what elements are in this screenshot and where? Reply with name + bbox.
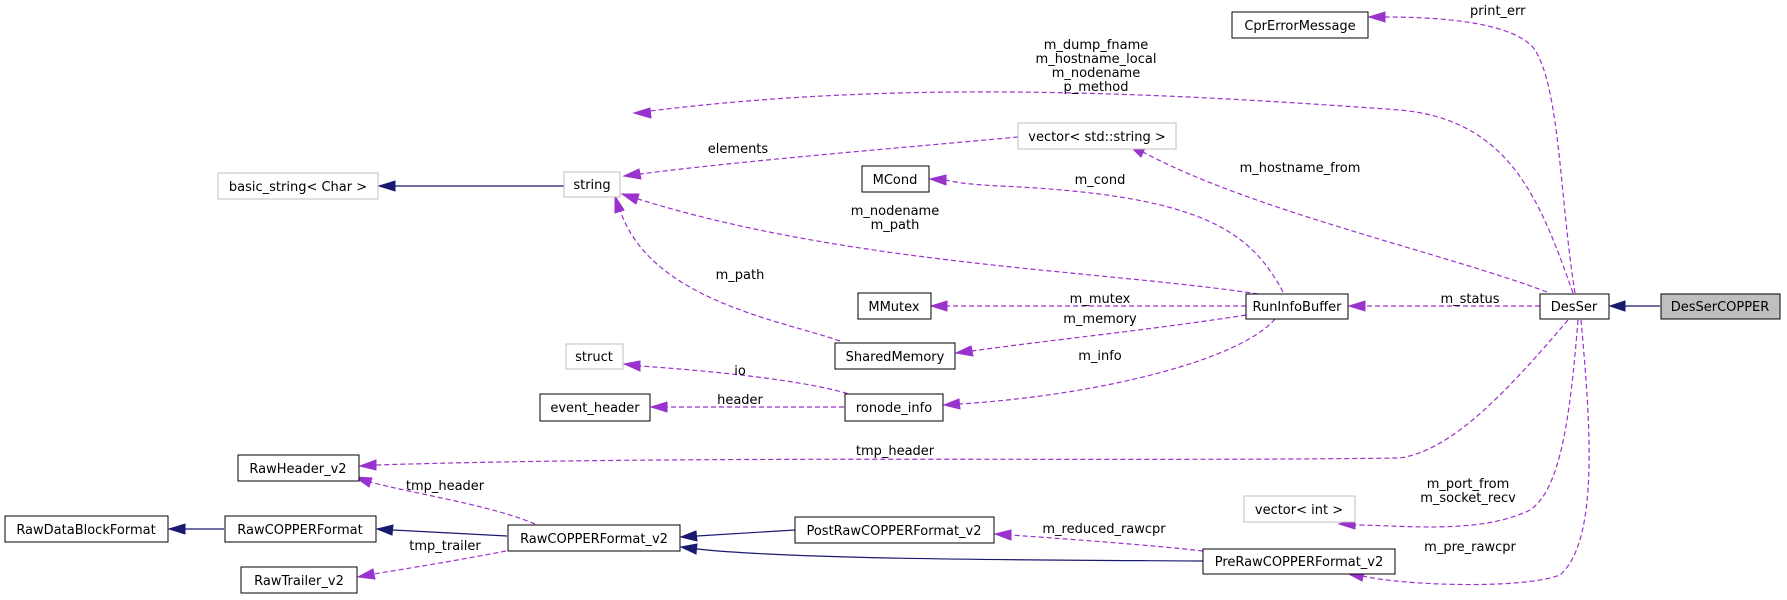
edge-vector-string-string: [622, 136, 1019, 180]
svg-text:PostRawCOPPERFormat_v2: PostRawCOPPERFormat_v2: [806, 524, 981, 539]
edge-runinfo-sharedmemory: [954, 314, 1247, 357]
edge-rawcopper-v2-rawcopper: [375, 524, 508, 537]
svg-text:RawHeader_v2: RawHeader_v2: [249, 462, 346, 477]
edge-dessercopper-desser: [1608, 300, 1660, 312]
node-rawtrailer-v2[interactable]: RawTrailer_v2: [240, 566, 358, 594]
edge-postraw-rawcopper-v2: [679, 529, 796, 542]
edge-rawcopper-v2-rawtrailer: [356, 550, 507, 580]
svg-text:struct: struct: [575, 350, 613, 365]
svg-text:basic_string< Char >: basic_string< Char >: [229, 180, 367, 195]
node-vector-string[interactable]: vector< std::string >: [1017, 122, 1177, 150]
edge-desser-string: [632, 91, 1574, 294]
label-runinfo-string-0: m_nodename: [851, 204, 939, 219]
label-m-path: m_path: [716, 268, 765, 283]
svg-text:ronode_info: ronode_info: [856, 401, 932, 416]
node-vector-int[interactable]: vector< int >: [1243, 495, 1356, 523]
node-dessercopper[interactable]: DesSerCOPPER: [1660, 293, 1781, 320]
svg-text:string: string: [573, 178, 610, 193]
node-rawheader-v2[interactable]: RawHeader_v2: [237, 454, 360, 482]
node-desser[interactable]: DesSer: [1539, 293, 1610, 320]
node-mcond[interactable]: MCond: [861, 165, 930, 193]
label-io: io: [734, 364, 746, 379]
svg-text:MCond: MCond: [873, 173, 918, 188]
label-header: header: [717, 393, 763, 408]
svg-text:SharedMemory: SharedMemory: [846, 350, 945, 365]
edge-rawcopper-rawdatablock: [167, 523, 224, 535]
label-runinfo-string-1: m_path: [871, 218, 920, 233]
svg-text:RawTrailer_v2: RawTrailer_v2: [254, 574, 344, 589]
label-vector-int-0: m_port_from: [1427, 477, 1510, 492]
label-desser-string-2: m_nodename: [1052, 66, 1140, 81]
node-event-header[interactable]: event_header: [539, 393, 651, 422]
node-struct[interactable]: struct: [565, 343, 624, 370]
label-m-info: m_info: [1078, 349, 1122, 364]
edge-preraw-rawcopper-v2: [679, 543, 1204, 562]
label-m-cond: m_cond: [1075, 173, 1126, 188]
edge-runinfo-mmutex: [929, 300, 1246, 312]
edge-ronode-eventheader: [649, 401, 844, 413]
node-string[interactable]: string: [563, 171, 621, 198]
node-rawcopperformat[interactable]: RawCOPPERFormat: [224, 515, 377, 543]
svg-text:vector< std::string >: vector< std::string >: [1028, 130, 1165, 145]
node-cprerrormessage[interactable]: CprErrorMessage: [1231, 11, 1369, 39]
label-desser-string-3: p_method: [1064, 80, 1129, 95]
edge-preraw-postraw: [993, 529, 1204, 552]
node-mmutex[interactable]: MMutex: [857, 292, 932, 320]
edge-desser-runinfo: [1347, 300, 1540, 312]
label-m-pre-rawcpr: m_pre_rawcpr: [1424, 540, 1516, 555]
svg-text:event_header: event_header: [550, 401, 640, 416]
svg-text:RawDataBlockFormat: RawDataBlockFormat: [16, 523, 155, 538]
edge-sharedmemory-string: [614, 194, 841, 342]
label-m-mutex: m_mutex: [1070, 292, 1131, 307]
svg-text:vector< int >: vector< int >: [1255, 503, 1343, 518]
svg-text:PreRawCOPPERFormat_v2: PreRawCOPPERFormat_v2: [1215, 555, 1384, 570]
node-ronode-info[interactable]: ronode_info: [844, 393, 944, 422]
svg-text:MMutex: MMutex: [868, 300, 920, 315]
label-m-hostname-from: m_hostname_from: [1240, 161, 1361, 176]
node-sharedmemory[interactable]: SharedMemory: [834, 342, 956, 370]
edge-runinfo-string: [620, 193, 1259, 295]
label-m-memory: m_memory: [1063, 312, 1137, 327]
svg-text:RunInfoBuffer: RunInfoBuffer: [1253, 300, 1343, 315]
label-tmp-header-raw: tmp_header: [406, 479, 485, 494]
node-rawcopperformat-v2[interactable]: RawCOPPERFormat_v2: [507, 524, 681, 552]
label-elements: elements: [708, 142, 769, 157]
node-postrawcopperformat-v2[interactable]: PostRawCOPPERFormat_v2: [794, 516, 995, 544]
svg-text:RawCOPPERFormat: RawCOPPERFormat: [237, 523, 362, 538]
edge-ronode-struct: [622, 360, 856, 397]
label-print-err: print_err: [1470, 4, 1526, 19]
edge-runinfo-ronode: [942, 318, 1276, 410]
edge-runinfo-mcond: [928, 174, 1284, 293]
node-rawdatablockformat[interactable]: RawDataBlockFormat: [4, 515, 169, 543]
label-tmp-trailer: tmp_trailer: [409, 539, 481, 554]
label-m-status: m_status: [1440, 292, 1499, 307]
node-runinfobuffer[interactable]: RunInfoBuffer: [1245, 293, 1349, 320]
node-prerawcopperformat-v2[interactable]: PreRawCOPPERFormat_v2: [1202, 548, 1396, 575]
node-basic-string[interactable]: basic_string< Char >: [217, 172, 379, 200]
edge-desser-cprerror: [1367, 11, 1576, 294]
svg-text:DesSerCOPPER: DesSerCOPPER: [1671, 300, 1770, 315]
edge-string-basic-string: [377, 180, 564, 192]
svg-text:DesSer: DesSer: [1551, 300, 1598, 315]
label-desser-string-0: m_dump_fname: [1044, 38, 1149, 53]
svg-text:RawCOPPERFormat_v2: RawCOPPERFormat_v2: [520, 532, 668, 547]
svg-text:CprErrorMessage: CprErrorMessage: [1244, 19, 1355, 34]
label-m-reduced-rawcpr: m_reduced_rawcpr: [1042, 522, 1166, 537]
label-desser-string-1: m_hostname_local: [1036, 52, 1157, 67]
label-tmp-header-desser: tmp_header: [856, 444, 935, 459]
label-vector-int-1: m_socket_recv: [1420, 491, 1516, 506]
edge-desser-rawheader: [358, 319, 1569, 471]
